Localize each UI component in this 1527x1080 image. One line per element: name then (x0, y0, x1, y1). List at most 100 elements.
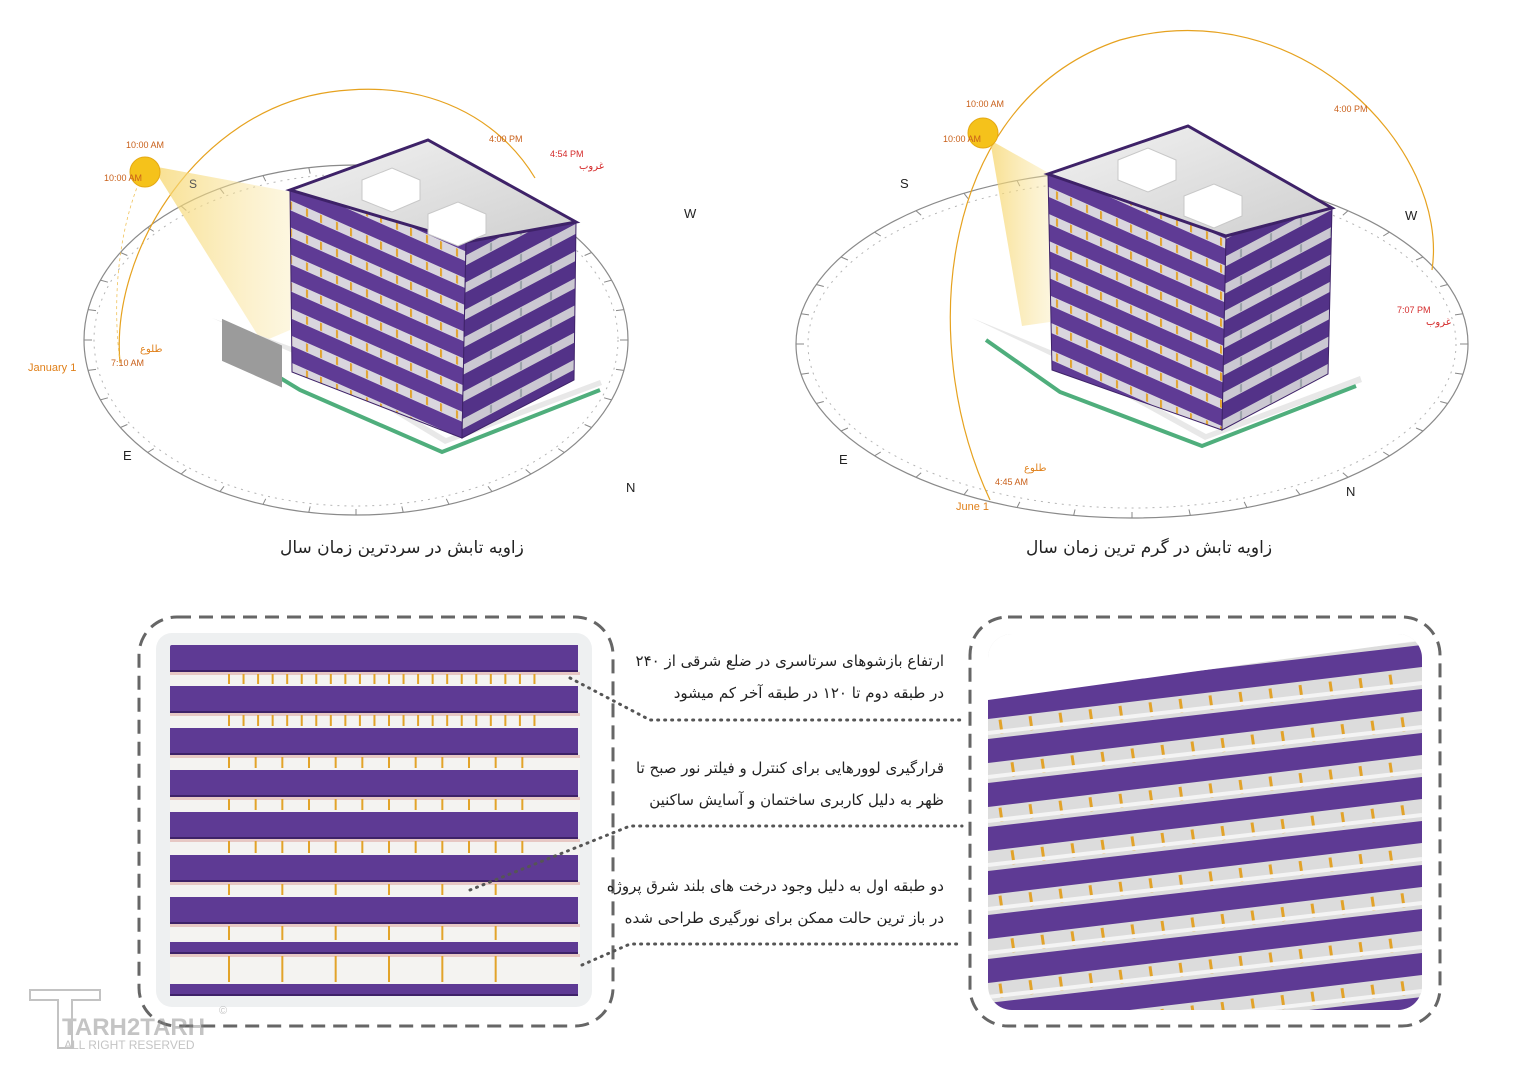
louver-fin (1000, 1072, 1002, 1080)
louver-fin (228, 956, 230, 982)
louver-fin (489, 674, 492, 684)
louver-fin (300, 674, 303, 684)
note-3-line-2: در باز ترین حالت ممکن برای نورگیری طراحی… (624, 909, 944, 927)
direction-w: W (684, 206, 697, 221)
compass-ring-inner (93, 173, 619, 507)
louver-fin (1270, 1041, 1272, 1055)
louver-fin (281, 799, 284, 810)
slab-edge (988, 725, 1422, 779)
louver-fin (286, 715, 289, 726)
louver-fin (361, 757, 364, 768)
louver-fin (518, 674, 521, 684)
louver-fin (441, 799, 444, 810)
facade-band (170, 728, 578, 755)
slab-edge (170, 755, 580, 758)
louver-fin (344, 674, 347, 684)
direction-n: N (626, 480, 635, 495)
compass-tick (1342, 472, 1349, 478)
facade-band (988, 689, 1422, 763)
louver-fin (388, 841, 390, 853)
summer-sun-diagram: S W E N 10:00 AM 10:00 AM 4:00 PM 7:07 P… (795, 29, 1469, 519)
louver-fin (308, 841, 310, 853)
louver-fin (388, 715, 390, 726)
band-shadow (170, 670, 578, 672)
compass-tick (1440, 284, 1448, 288)
band-shadow (170, 795, 578, 797)
elevation-detail (137, 615, 615, 1028)
sky-wedge (988, 634, 1422, 700)
band-shadow (170, 711, 578, 713)
compass-tick (100, 397, 109, 401)
compass-tick (584, 252, 592, 256)
direction-n: N (1346, 484, 1355, 499)
leader-line-3 (580, 942, 964, 967)
watermark-brand: TARH2TARH (62, 1014, 205, 1041)
louver-fin (228, 884, 230, 895)
louver-fin (441, 757, 444, 768)
note-louvers: قرارگیری لوورهایی برای کنترل و فیلتر نور… (604, 752, 944, 816)
site-ground (972, 318, 1362, 440)
louver-fin (1132, 1012, 1134, 1026)
compass-tick (801, 313, 810, 316)
louver-fin (460, 715, 463, 726)
compass-tick (1454, 313, 1463, 316)
louver-fin (334, 884, 337, 895)
facade-band (988, 909, 1422, 983)
copyright-mark: © (219, 1005, 227, 1017)
louver-fin (504, 715, 507, 726)
louver-fin (468, 757, 470, 768)
compass-tick (147, 448, 155, 453)
caption-winter: زاویه تابش در سردترین زمان سال (280, 538, 524, 558)
sun-icon (129, 156, 161, 188)
sunrise-label: طلوع (1024, 463, 1046, 474)
band-shadow (170, 837, 578, 839)
louver-fin (1180, 1051, 1182, 1065)
louver-fin (441, 884, 444, 895)
sun-ray-beam (990, 140, 1054, 326)
louver-fin (361, 799, 364, 810)
band-shadow (170, 922, 578, 924)
caption-summer: زاویه تابش در گرم ترین زمان سال (1026, 538, 1273, 558)
sun-time-a: 10:00 AM (126, 140, 164, 150)
compass-tick (262, 175, 267, 182)
facade-band (170, 984, 578, 996)
compass-tick (915, 472, 922, 478)
sun-path-lower (116, 174, 143, 364)
louver-fin (242, 674, 245, 684)
compass-tick (1454, 372, 1463, 375)
roof-box-2 (1183, 183, 1243, 229)
band-shadow (170, 952, 578, 954)
sunrise-time: 7:10 AM (111, 358, 144, 368)
louver-fin (315, 674, 318, 684)
facade-band (988, 821, 1422, 895)
compass-tick (1415, 427, 1424, 432)
louver-fin (431, 715, 434, 726)
note-1-line-1: ارتفاع بازشوهای سرتاسری در ضلع شرقی از ۲… (635, 652, 944, 670)
glazing-strip (170, 924, 580, 942)
compass-tick (1382, 451, 1390, 457)
watermark-subtitle: ALL RIGHT RESERVED (64, 1038, 195, 1052)
louver-fin (1060, 1065, 1062, 1079)
roof-box-1 (361, 167, 421, 213)
louver-fin (417, 715, 420, 726)
roof-box-1 (1117, 147, 1177, 193)
louver-fin (494, 799, 497, 810)
louver-fin (533, 715, 536, 726)
direction-e: E (123, 448, 132, 463)
direction-e: E (839, 452, 848, 467)
afternoon-time: 4:00 PM (489, 134, 523, 144)
louver-fin (257, 674, 260, 684)
louver-fin (271, 674, 274, 684)
louver-fin (1012, 1026, 1014, 1040)
louver-fin (1150, 1054, 1152, 1068)
landscape-strip (984, 338, 1357, 449)
louver-fin (334, 757, 337, 768)
louver-fin (441, 926, 444, 940)
direction-w: W (1405, 208, 1418, 223)
compass-tick (1295, 489, 1301, 495)
compass-tick (603, 397, 612, 401)
louver-fin (228, 841, 230, 853)
facade-band (170, 686, 578, 713)
facade-band (170, 855, 578, 882)
louver-fin (1030, 1068, 1032, 1080)
